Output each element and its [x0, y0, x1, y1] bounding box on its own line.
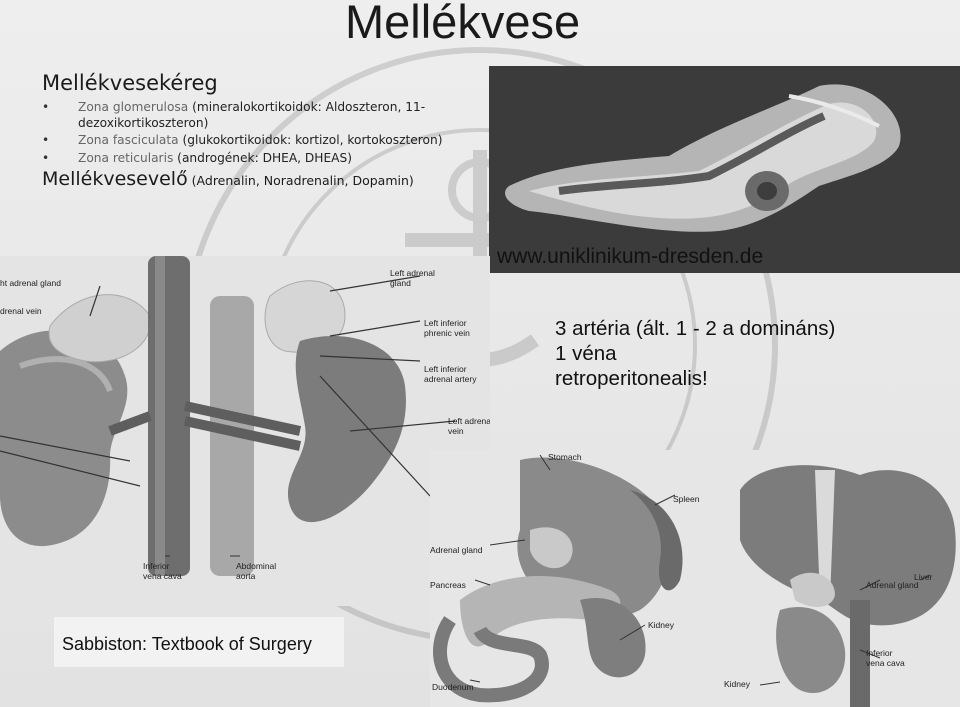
fact-arteries: 3 artéria (ált. 1 - 2 a domináns) — [555, 317, 836, 340]
citation-text: Sabbiston: Textbook of Surgery — [62, 634, 312, 654]
label-pancreas: Pancreas — [430, 580, 466, 590]
citation-box: Sabbiston: Textbook of Surgery — [54, 617, 344, 667]
label-kidney: Kidney — [648, 620, 674, 630]
cortex-bullet-list: Zona glomerulosa (mineralokortikoidok: A… — [42, 100, 482, 166]
specimen-illustration — [489, 66, 960, 273]
zone-name: Zona reticularis — [78, 150, 174, 165]
bullet-item: Zona reticularis (androgének: DHEA, DHEA… — [42, 151, 482, 167]
label-right-adrenal-vein: drenal vein — [0, 306, 42, 316]
medulla-hormones: (Adrenalin, Noradrenalin, Dopamin) — [187, 173, 414, 188]
right-adrenal-relations-diagram: Liver Adrenal gland Inferior vena cava K… — [720, 450, 960, 707]
medulla-heading-line: Mellékvesevelő (Adrenalin, Noradrenalin,… — [42, 169, 482, 191]
zone-name: Zona fasciculata — [78, 133, 179, 147]
slide-title: Mellékvese — [345, 0, 581, 48]
label-left-adrenal-gland: Left adrenal gland — [390, 268, 435, 288]
zone-name: Zona glomerulosa — [78, 100, 189, 114]
adrenal-specimen-photo — [489, 66, 960, 273]
label-liver: Liver — [914, 572, 933, 582]
label-adrenal-gland-right: Adrenal gland — [866, 580, 919, 590]
label-left-inferior-adrenal-artery: Left inferior adrenal artery — [424, 364, 477, 384]
zone-hormones: (glukokortikoidok: kortizol, kortokoszte… — [178, 133, 443, 147]
label-stomach: Stomach — [548, 452, 582, 462]
label-left-adrenal-vein: Left adrenal vein — [448, 416, 490, 436]
zone-hormones: (mineralokortikoidok: Aldoszteron, 11-de… — [78, 100, 426, 130]
adrenal-vessels-diagram: ht adrenal gland drenal vein Left adrena… — [0, 256, 490, 606]
label-left-inferior-phrenic-vein: Left inferior phrenic vein — [424, 318, 470, 338]
label-inferior-vena-cava: Inferior vena cava — [143, 561, 182, 581]
label-adrenal-gland: Adrenal gland — [430, 545, 483, 555]
zone-hormones: (androgének: DHEA, DHEAS) — [173, 150, 352, 165]
vessels-illustration — [0, 256, 490, 606]
left-adrenal-relations-diagram: Stomach Spleen Adrenal gland Pancreas Ki… — [430, 450, 720, 707]
bullet-item: Zona fasciculata (glukokortikoidok: kort… — [42, 133, 482, 149]
label-spleen: Spleen — [673, 494, 700, 504]
label-duodenum: Duodenum — [432, 682, 474, 692]
key-facts: 3 artéria (ált. 1 - 2 a domináns) 1 véna… — [555, 316, 835, 391]
medulla-heading: Mellékvesevelő — [42, 168, 188, 190]
text-content: Mellékvesekéreg Zona glomerulosa (minera… — [42, 70, 482, 191]
fact-location: retroperitonealis! — [555, 367, 708, 390]
left-relations-illustration — [430, 450, 720, 707]
label-abdominal-aorta: Abdominal aorta — [236, 561, 277, 581]
cortex-heading: Mellékvesekéreg — [42, 71, 218, 95]
label-right-adrenal-gland: ht adrenal gland — [0, 278, 61, 288]
fact-vein: 1 véna — [555, 342, 617, 365]
label-kidney-right: Kidney — [724, 679, 750, 689]
label-inferior-vena-cava-right: Inferior vena cava — [866, 648, 905, 668]
bullet-item: Zona glomerulosa (mineralokortikoidok: A… — [42, 100, 482, 131]
right-relations-illustration — [720, 450, 960, 707]
photo-source-url: www.uniklinikum-dresden.de — [497, 245, 764, 268]
